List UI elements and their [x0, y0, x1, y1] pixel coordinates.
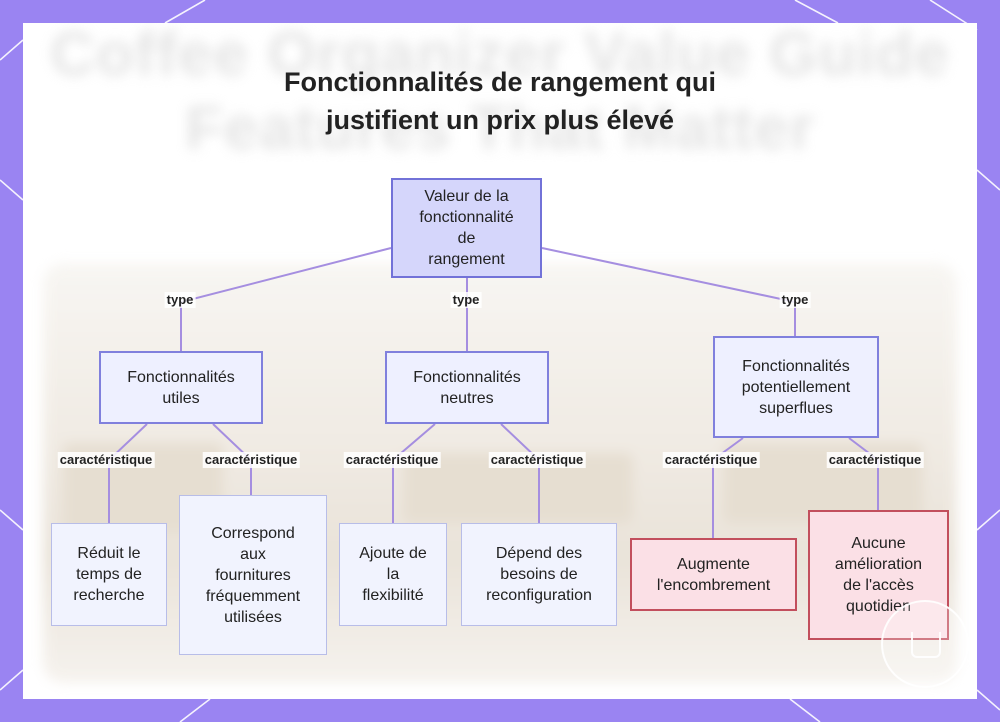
edge-label-char-4: caractéristique [488, 452, 586, 468]
background-title-line1: Coffee Organizer Value Guide [50, 23, 950, 89]
diagram-card: Coffee Organizer Value Guide Features Th… [23, 23, 977, 699]
edge-label-char-2: caractéristique [202, 452, 300, 468]
edge-label-type-mid: type [450, 292, 482, 308]
edge-label-type-right: type [779, 292, 811, 308]
node-reduces-search-time: Réduit le temps de recherche [51, 523, 167, 626]
edge-label-char-6: caractéristique [826, 452, 924, 468]
node-increases-clutter: Augmente l'encombrement [630, 538, 797, 611]
node-matches-frequent-supplies: Correspond aux fournitures fréquemment u… [179, 495, 327, 655]
edge-label-char-3: caractéristique [343, 452, 441, 468]
node-useful-features: Fonctionnalités utiles [99, 351, 263, 424]
title-line1: Fonctionnalités de rangement qui [283, 67, 717, 97]
edge-root-useful [180, 247, 392, 351]
edge-label-char-1: caractéristique [57, 452, 155, 468]
edge-label-char-5: caractéristique [662, 452, 760, 468]
edge-useful-reduces [108, 423, 148, 523]
node-depends-reconfiguration: Dépend des besoins de reconfiguration [461, 523, 617, 626]
node-root: Valeur de la fonctionnalité de rangement [391, 178, 542, 278]
coffee-cup-icon [881, 600, 969, 688]
edge-label-type-left: type [164, 292, 196, 308]
edge-neutral-flex [392, 423, 436, 523]
edge-root-superfluous [541, 247, 796, 336]
background-title-line2: Features That Matter [185, 94, 815, 163]
node-adds-flexibility: Ajoute de la flexibilité [339, 523, 447, 626]
edge-neutral-depends [500, 423, 540, 523]
node-neutral-features: Fonctionnalités neutres [385, 351, 549, 424]
node-superfluous-features: Fonctionnalités potentiellement superflu… [713, 336, 879, 438]
title-line2: justifient un prix plus élevé [325, 105, 675, 135]
edge-superfluous-noimprove [848, 437, 879, 510]
diagram-title: Fonctionnalités de rangement qui justifi… [23, 63, 977, 139]
